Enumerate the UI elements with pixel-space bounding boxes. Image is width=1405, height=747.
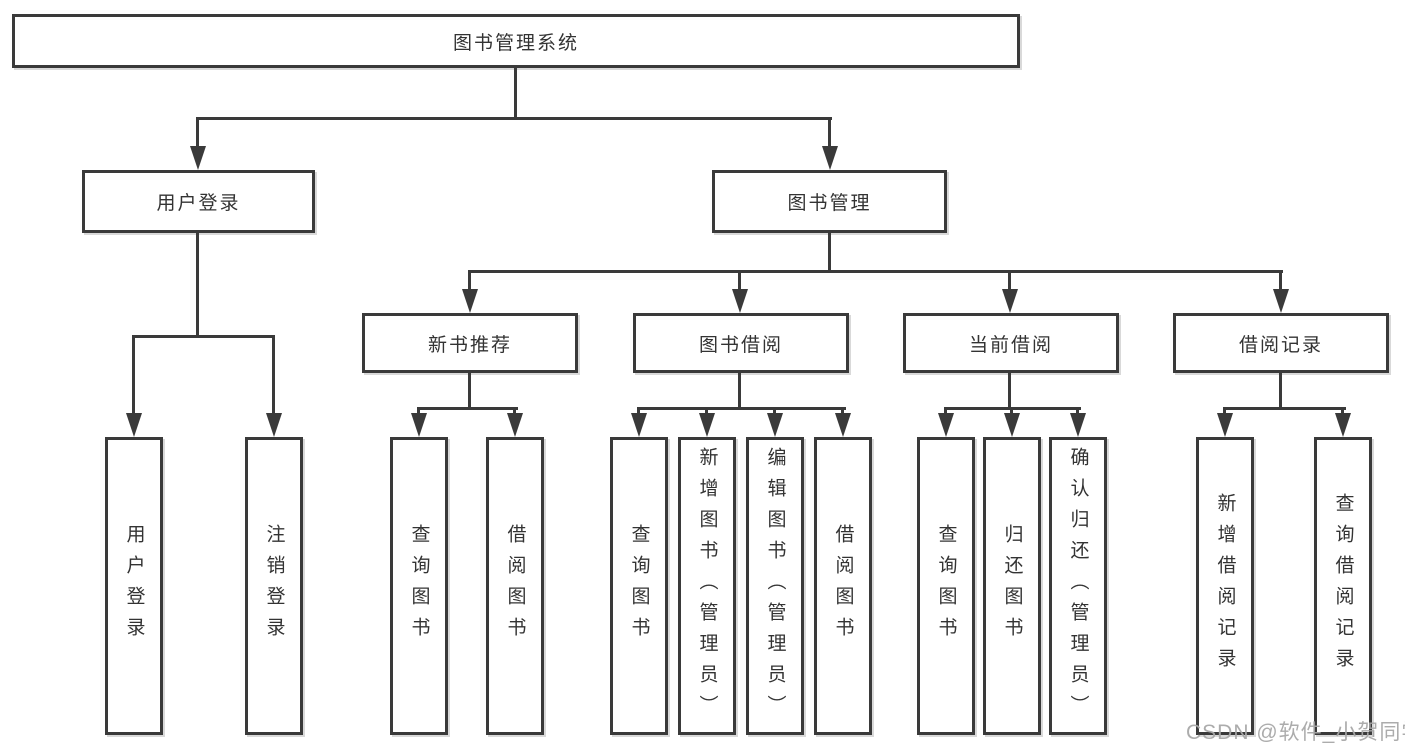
connector-line (1223, 407, 1226, 416)
connector-line (132, 335, 135, 415)
connector-arrow-down (1335, 413, 1351, 437)
node-label: 图书管理 (787, 193, 872, 214)
node-label: 注销登录 (263, 524, 285, 648)
connector-line (1076, 407, 1079, 416)
node-current-borrowing: 当前借阅 (903, 313, 1119, 373)
node-new-book-recommend: 新书推荐 (362, 313, 578, 373)
node-label: 查询图书 (408, 524, 430, 648)
connector-arrow-down (266, 413, 282, 437)
connector-arrow-down (631, 413, 647, 437)
node-label: 确认归还（管理员） (1067, 447, 1089, 726)
connector-arrow-down (822, 146, 838, 170)
leaf-query-books-current: 查询图书 (917, 437, 975, 735)
connector-line (738, 270, 741, 292)
connector-arrow-down (1002, 289, 1018, 313)
connector-line (828, 117, 831, 149)
leaf-logout: 注销登录 (245, 437, 303, 735)
node-label: 用户登录 (123, 524, 145, 648)
node-label: 归还图书 (1001, 524, 1023, 648)
node-label: 当前借阅 (968, 334, 1053, 356)
connector-line (1008, 270, 1011, 292)
connector-arrow-down (699, 413, 715, 437)
connector-line (417, 407, 518, 410)
connector-line (196, 233, 199, 335)
connector-arrow-down (1070, 413, 1086, 437)
connector-line (944, 407, 947, 416)
node-label: 新书推荐 (427, 334, 512, 356)
connector-line (468, 373, 471, 407)
leaf-user-login: 用户登录 (105, 437, 163, 735)
connector-line (637, 407, 846, 410)
node-label: 图书借阅 (698, 334, 783, 356)
connector-line (1341, 407, 1344, 416)
leaf-add-book-admin: 新增图书（管理员） (678, 437, 736, 735)
leaf-confirm-return-admin: 确认归还（管理员） (1049, 437, 1107, 735)
connector-line (1010, 407, 1013, 416)
node-label: 查询图书 (628, 524, 650, 648)
leaf-query-books-recommend: 查询图书 (390, 437, 448, 735)
node-label: 借阅图书 (832, 524, 854, 648)
connector-arrow-down (126, 413, 142, 437)
node-label: 编辑图书（管理员） (764, 447, 786, 726)
node-label: 新增借阅记录 (1214, 493, 1236, 679)
connector-arrow-down (835, 413, 851, 437)
leaf-add-borrow-record: 新增借阅记录 (1196, 437, 1254, 735)
connector-arrow-down (411, 413, 427, 437)
node-label: 查询图书 (935, 524, 957, 648)
connector-line (828, 233, 831, 270)
node-label: 图书管理系统 (452, 32, 579, 54)
leaf-edit-book-admin: 编辑图书（管理员） (746, 437, 804, 735)
connector-line (196, 117, 832, 120)
connector-arrow-down (732, 289, 748, 313)
node-label: 借阅图书 (504, 524, 526, 648)
connector-arrow-down (462, 289, 478, 313)
leaf-return-books: 归还图书 (983, 437, 1041, 735)
connector-line (841, 407, 844, 416)
node-book-management: 图书管理 (712, 170, 947, 233)
connector-arrow-down (1004, 413, 1020, 437)
connector-line (417, 407, 420, 416)
connector-line (514, 68, 517, 118)
leaf-borrow-books-recommend: 借阅图书 (486, 437, 544, 735)
connector-arrow-down (767, 413, 783, 437)
connector-line (705, 407, 708, 416)
leaf-query-books-borrowing: 查询图书 (610, 437, 668, 735)
node-label: 用户登录 (156, 193, 241, 214)
connector-line (1008, 373, 1011, 407)
connector-line (468, 270, 1283, 273)
node-borrowing-records: 借阅记录 (1173, 313, 1389, 373)
connector-line (272, 335, 275, 415)
connector-line (738, 373, 741, 407)
connector-arrow-down (190, 146, 206, 170)
node-label: 借阅记录 (1238, 334, 1323, 356)
connector-line (1279, 373, 1282, 407)
connector-line (773, 407, 776, 416)
node-user-login: 用户登录 (82, 170, 315, 233)
connector-arrow-down (1273, 289, 1289, 313)
connector-arrow-down (938, 413, 954, 437)
connector-line (637, 407, 640, 416)
connector-arrow-down (507, 413, 523, 437)
connector-line (513, 407, 516, 416)
leaf-query-borrow-record: 查询借阅记录 (1314, 437, 1372, 735)
node-book-borrowing: 图书借阅 (633, 313, 849, 373)
node-label: 新增图书（管理员） (696, 447, 718, 726)
connector-line (196, 117, 199, 149)
watermark: CSDN @软件_小贺同学 (1186, 721, 1405, 744)
connector-line (468, 270, 471, 292)
leaf-borrow-books-borrowing: 借阅图书 (814, 437, 872, 735)
connector-line (1279, 270, 1282, 292)
node-library-management-system: 图书管理系统 (12, 14, 1020, 68)
connector-line (132, 335, 275, 338)
node-label: 查询借阅记录 (1332, 493, 1354, 679)
connector-arrow-down (1217, 413, 1233, 437)
connector-line (1223, 407, 1346, 410)
